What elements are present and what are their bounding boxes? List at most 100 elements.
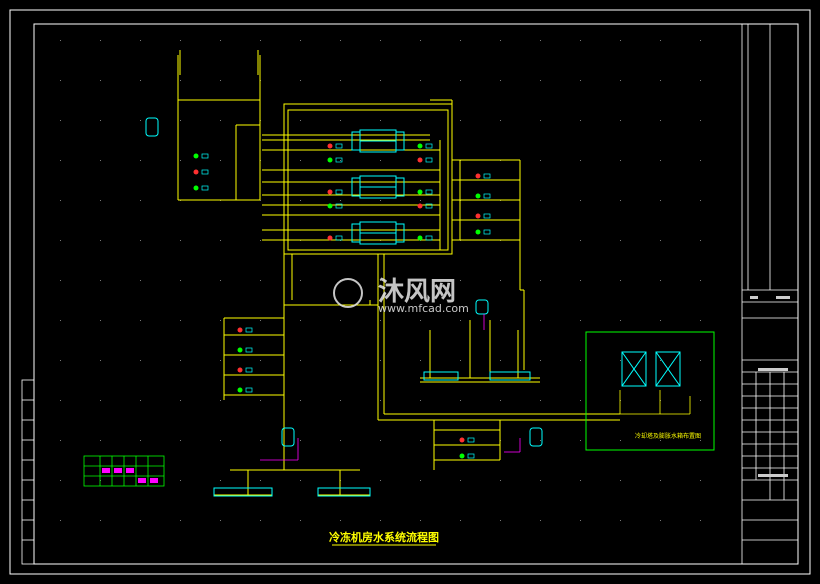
grid-dot: [620, 360, 621, 361]
grid-dot: [100, 480, 101, 481]
grid-dot: [580, 40, 581, 41]
grid-dot: [300, 160, 301, 161]
grid-dot: [220, 80, 221, 81]
grid-dot: [420, 400, 421, 401]
pump-symbol: [237, 387, 243, 393]
grid-dot: [620, 480, 621, 481]
grid-dot: [700, 40, 701, 41]
grid-dot: [660, 400, 661, 401]
grid-dot: [340, 440, 341, 441]
grid-dot: [100, 120, 101, 121]
grid-dot: [460, 280, 461, 281]
pump-symbol: [327, 157, 333, 163]
grid-dot: [180, 40, 181, 41]
grid-dot: [340, 120, 341, 121]
pump-symbol: [417, 203, 423, 209]
grid-dot: [300, 480, 301, 481]
grid-dot: [380, 160, 381, 161]
grid-dot: [340, 400, 341, 401]
grid-dot: [700, 200, 701, 201]
valve-symbol: [245, 347, 253, 353]
grid-dot: [660, 80, 661, 81]
legend-cell-fills: [102, 468, 158, 483]
grid-dot: [580, 360, 581, 361]
grid-dot: [220, 160, 221, 161]
grid-dot: [340, 520, 341, 521]
grid-dot: [540, 280, 541, 281]
grid-dot: [700, 480, 701, 481]
pump-symbol: [237, 347, 243, 353]
grid-dot: [420, 80, 421, 81]
valve-symbol: [483, 173, 491, 179]
pump-marks: [193, 143, 491, 459]
grid-dot: [260, 360, 261, 361]
grid-dot: [500, 40, 501, 41]
grid-dot: [700, 360, 701, 361]
grid-dot: [580, 440, 581, 441]
grid-dot: [220, 440, 221, 441]
grid-dot: [460, 120, 461, 121]
grid-dot: [180, 160, 181, 161]
grid-dot: [340, 360, 341, 361]
grid-dot: [580, 280, 581, 281]
grid-dot: [180, 80, 181, 81]
grid-dot: [580, 80, 581, 81]
valve-symbol: [201, 185, 209, 191]
cooling-tower-inset-frame: [585, 331, 715, 451]
grid-dot: [620, 40, 621, 41]
pump-symbol: [417, 189, 423, 195]
grid-dot: [60, 80, 61, 81]
grid-dot: [660, 40, 661, 41]
grid-dot: [220, 360, 221, 361]
grid-dot: [140, 200, 141, 201]
grid-dot: [340, 320, 341, 321]
grid-dot: [660, 320, 661, 321]
grid-dot: [420, 40, 421, 41]
grid-dots: [60, 40, 701, 521]
pump-symbol: [475, 213, 481, 219]
grid-dot: [180, 240, 181, 241]
grid-dot: [700, 80, 701, 81]
grid-dot: [220, 240, 221, 241]
grid-dot: [580, 480, 581, 481]
grid-dot: [180, 400, 181, 401]
grid-dot: [420, 360, 421, 361]
pump-symbol: [417, 235, 423, 241]
valve-symbol: [335, 143, 343, 149]
grid-dot: [100, 320, 101, 321]
grid-dot: [380, 360, 381, 361]
pump-symbol: [237, 367, 243, 373]
grid-dot: [420, 440, 421, 441]
grid-dot: [660, 360, 661, 361]
grid-dot: [300, 520, 301, 521]
valve-symbol: [425, 235, 433, 241]
grid-dot: [100, 520, 101, 521]
grid-dot: [420, 520, 421, 521]
grid-dot: [60, 400, 61, 401]
grid-dot: [420, 120, 421, 121]
grid-dot: [100, 400, 101, 401]
grid-dot: [500, 280, 501, 281]
grid-dot: [380, 120, 381, 121]
valve-symbol: [425, 203, 433, 209]
pump-symbol: [193, 153, 199, 159]
grid-dot: [580, 120, 581, 121]
pump-symbol: [417, 143, 423, 149]
grid-dot: [60, 240, 61, 241]
grid-dot: [540, 160, 541, 161]
grid-dot: [140, 400, 141, 401]
valve-symbol: [335, 203, 343, 209]
grid-dot: [300, 200, 301, 201]
grid-dot: [380, 520, 381, 521]
grid-dot: [540, 360, 541, 361]
grid-dot: [500, 120, 501, 121]
grid-dot: [60, 520, 61, 521]
grid-dot: [140, 120, 141, 121]
grid-dot: [700, 440, 701, 441]
inner-sheet-border: [33, 23, 799, 565]
title-block-fills: [750, 296, 790, 477]
grid-dot: [500, 520, 501, 521]
grid-dot: [540, 80, 541, 81]
grid-dot: [660, 120, 661, 121]
grid-dot: [380, 280, 381, 281]
